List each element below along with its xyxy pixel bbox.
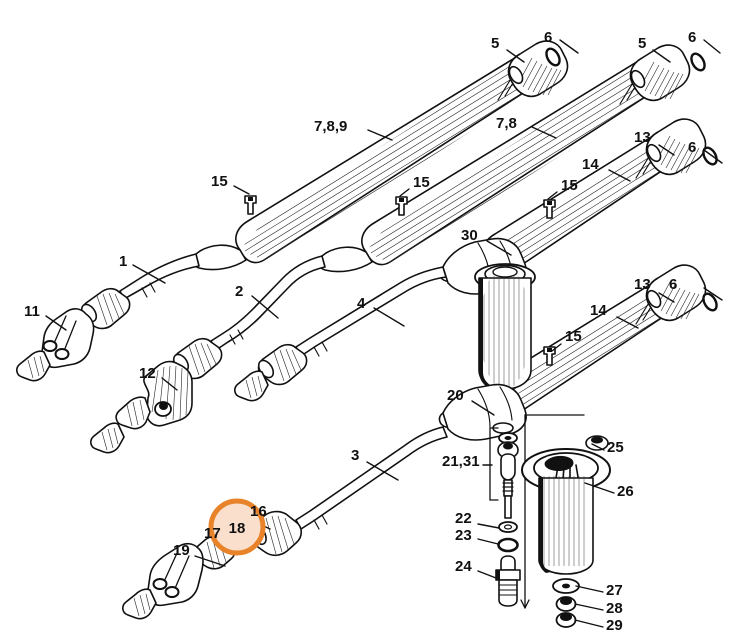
coupling-nut-5-a xyxy=(507,40,569,98)
callout-23: 23 xyxy=(455,527,472,544)
callout-11: 11 xyxy=(24,303,40,320)
callout-14: 14 xyxy=(582,156,599,173)
cap-25 xyxy=(585,435,609,451)
callout-2: 2 xyxy=(235,283,243,300)
callout-15: 15 xyxy=(565,328,582,345)
screw-15-b xyxy=(395,196,408,216)
callout-6: 6 xyxy=(688,139,696,156)
callout-22: 22 xyxy=(455,510,472,527)
callout-25: 25 xyxy=(607,439,624,456)
callout-29: 29 xyxy=(606,617,623,634)
coupling-nut-13-b xyxy=(645,264,707,322)
spray-gun-30 xyxy=(442,237,536,390)
highlight-circle-18[interactable] xyxy=(208,498,266,556)
callout-24: 24 xyxy=(455,558,472,575)
o-ring-6-d xyxy=(702,292,718,312)
callout-13: 13 xyxy=(634,129,651,146)
coupling-nut-5-b xyxy=(629,44,691,102)
connector-12 xyxy=(90,360,193,454)
hose-4 xyxy=(234,266,447,402)
callout-15: 15 xyxy=(413,174,430,191)
callout-labels: 6 5 6 5 7,8,9 7,8 6 13 14 15 15 15 30 1 … xyxy=(24,29,696,634)
lance-3 xyxy=(295,426,448,530)
filter-assembly xyxy=(521,435,611,628)
lance-tube-7-8 xyxy=(317,56,667,273)
callout-6: 6 xyxy=(688,29,696,46)
nut-29 xyxy=(555,612,577,628)
filter-26 xyxy=(521,448,611,575)
o-ring-23 xyxy=(497,537,519,553)
o-ring-6-b xyxy=(690,52,706,72)
o-ring-6-a xyxy=(545,47,561,67)
screw-15-c xyxy=(543,199,556,219)
fitting-24 xyxy=(495,555,521,607)
connector-19 xyxy=(122,542,204,620)
callout-5: 5 xyxy=(491,35,499,52)
callout-30: 30 xyxy=(461,227,478,244)
callout-27: 27 xyxy=(606,582,623,599)
callout-1: 1 xyxy=(119,253,127,270)
nozzle-stack xyxy=(489,414,585,609)
callout-12: 12 xyxy=(139,365,156,382)
callout-4: 4 xyxy=(357,295,366,312)
callout-3: 3 xyxy=(351,447,359,464)
callout-7-8: 7,8 xyxy=(496,115,517,132)
callout-13: 13 xyxy=(634,276,651,293)
callout-26: 26 xyxy=(617,483,634,500)
hose-1 xyxy=(80,253,200,330)
callout-14: 14 xyxy=(590,302,607,319)
callout-20: 20 xyxy=(447,387,464,404)
callout-7-8-9: 7,8,9 xyxy=(314,118,347,135)
callout-28: 28 xyxy=(606,600,623,617)
callout-16: 16 xyxy=(250,503,267,520)
connector-11 xyxy=(16,308,95,382)
callout-17: 17 xyxy=(204,525,221,542)
coupling-nut-13-a xyxy=(645,118,707,176)
nut-28 xyxy=(555,596,577,612)
callout-6: 6 xyxy=(544,29,552,46)
callout-21-31: 21,31 xyxy=(442,453,480,470)
callout-5: 5 xyxy=(638,35,646,52)
callout-19: 19 xyxy=(173,542,190,559)
o-ring-6-c xyxy=(702,146,718,166)
lance-tube-7-8-9 xyxy=(191,52,545,271)
callout-15: 15 xyxy=(211,173,228,190)
callout-6: 6 xyxy=(669,276,677,293)
callout-15: 15 xyxy=(561,177,578,194)
screw-15-a xyxy=(244,195,257,215)
callout-18-highlighted: 18 xyxy=(229,520,246,537)
